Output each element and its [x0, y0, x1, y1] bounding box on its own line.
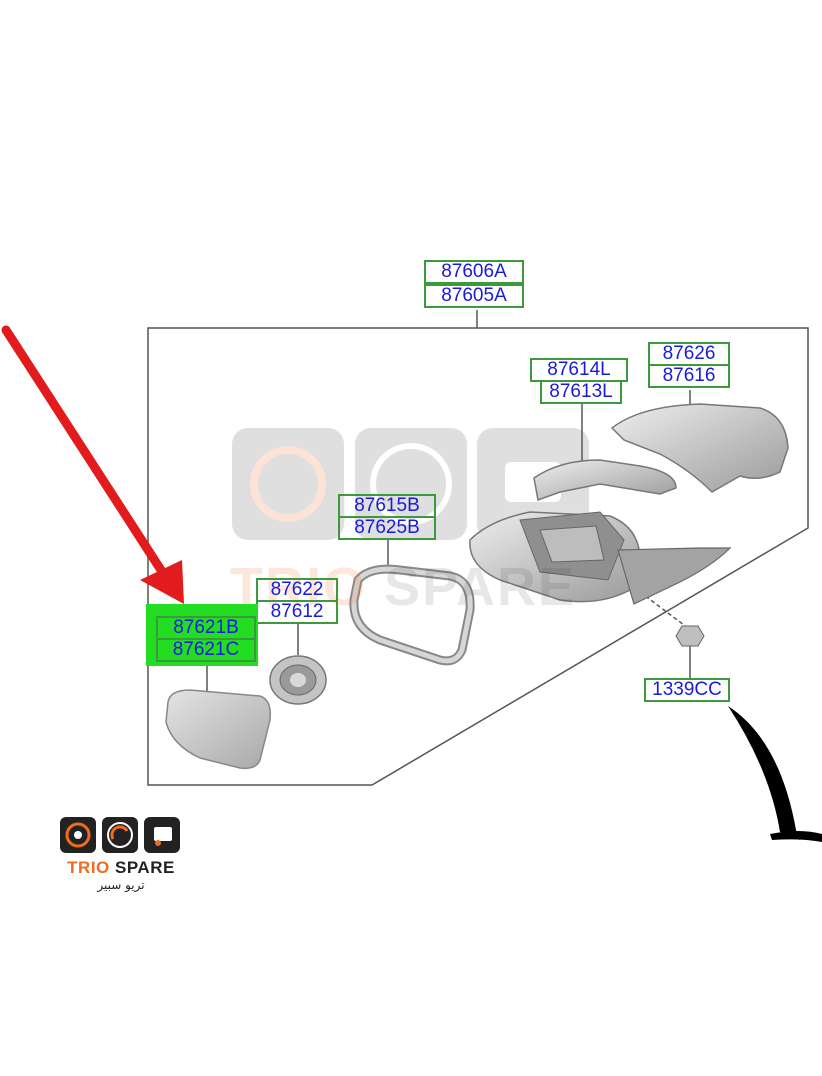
arrow-head [140, 560, 184, 604]
label-87626[interactable]: 87626 [648, 342, 730, 366]
logo-icon [60, 817, 180, 853]
label-87613l[interactable]: 87613L [540, 380, 622, 404]
label-87622[interactable]: 87622 [256, 578, 338, 602]
label-87625b[interactable]: 87625B [338, 516, 436, 540]
arrow-icon [1, 325, 175, 589]
mirror-actuator-part [269, 655, 327, 705]
mirror-glass-part [165, 689, 272, 770]
label-87614l[interactable]: 87614L [530, 358, 628, 382]
label-87615b[interactable]: 87615B [338, 494, 436, 518]
side-repeater-part [533, 459, 677, 502]
curve-callout [728, 706, 800, 840]
assembly-frame [147, 327, 809, 786]
label-87616[interactable]: 87616 [648, 364, 730, 388]
label-87605a[interactable]: 87605A [424, 284, 524, 308]
label-87621b[interactable]: 87621B [156, 616, 256, 640]
label-87612[interactable]: 87612 [256, 600, 338, 624]
brand-name-arabic: تريو سبير [97, 878, 145, 892]
leader-lines [206, 310, 691, 695]
label-87606a[interactable]: 87606A [424, 260, 524, 284]
highlight-box [146, 604, 258, 666]
label-87621c[interactable]: 87621C [156, 638, 256, 662]
watermark-icons [232, 428, 589, 540]
mirror-housing-part [469, 511, 732, 605]
mirror-cover-part [610, 403, 789, 493]
brand-name: TRIO SPARE [67, 858, 175, 877]
label-1339cc[interactable]: 1339CC [644, 678, 730, 702]
screw-part [675, 625, 705, 647]
